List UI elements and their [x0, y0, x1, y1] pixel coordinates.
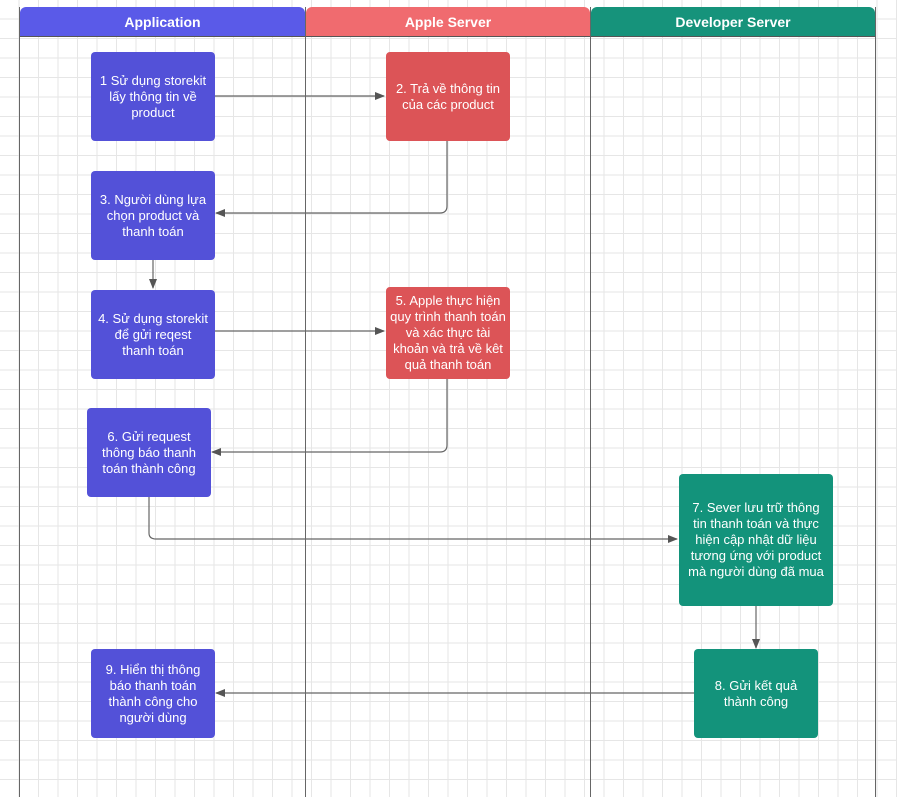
step-3-node[interactable]: 3. Người dùng lựa chọn product và thanh … — [91, 171, 215, 260]
lane-application: Application — [19, 7, 306, 797]
step-4-node[interactable]: 4. Sử dụng storekit để gửi reqest thanh … — [91, 290, 215, 379]
step-7-node[interactable]: 7. Sever lưu trữ thông tin thanh toán và… — [679, 474, 833, 606]
lane-header-developer-server: Developer Server — [591, 7, 875, 37]
step-8-node[interactable]: 8. Gửi kết quả thành công — [694, 649, 818, 738]
lane-header-apple-server: Apple Server — [306, 7, 590, 37]
lane-developer-server: Developer Server — [590, 7, 876, 797]
step-2-node[interactable]: 2. Trả về thông tin của các product — [386, 52, 510, 141]
lane-header-application: Application — [20, 7, 305, 37]
step-6-node[interactable]: 6. Gửi request thông báo thanh toán thàn… — [87, 408, 211, 497]
step-9-node[interactable]: 9. Hiển thị thông báo thanh toán thành c… — [91, 649, 215, 738]
step-1-node[interactable]: 1 Sử dụng storekit lấy thông tin về prod… — [91, 52, 215, 141]
step-5-node[interactable]: 5. Apple thực hiện quy trình thanh toán … — [386, 287, 510, 379]
